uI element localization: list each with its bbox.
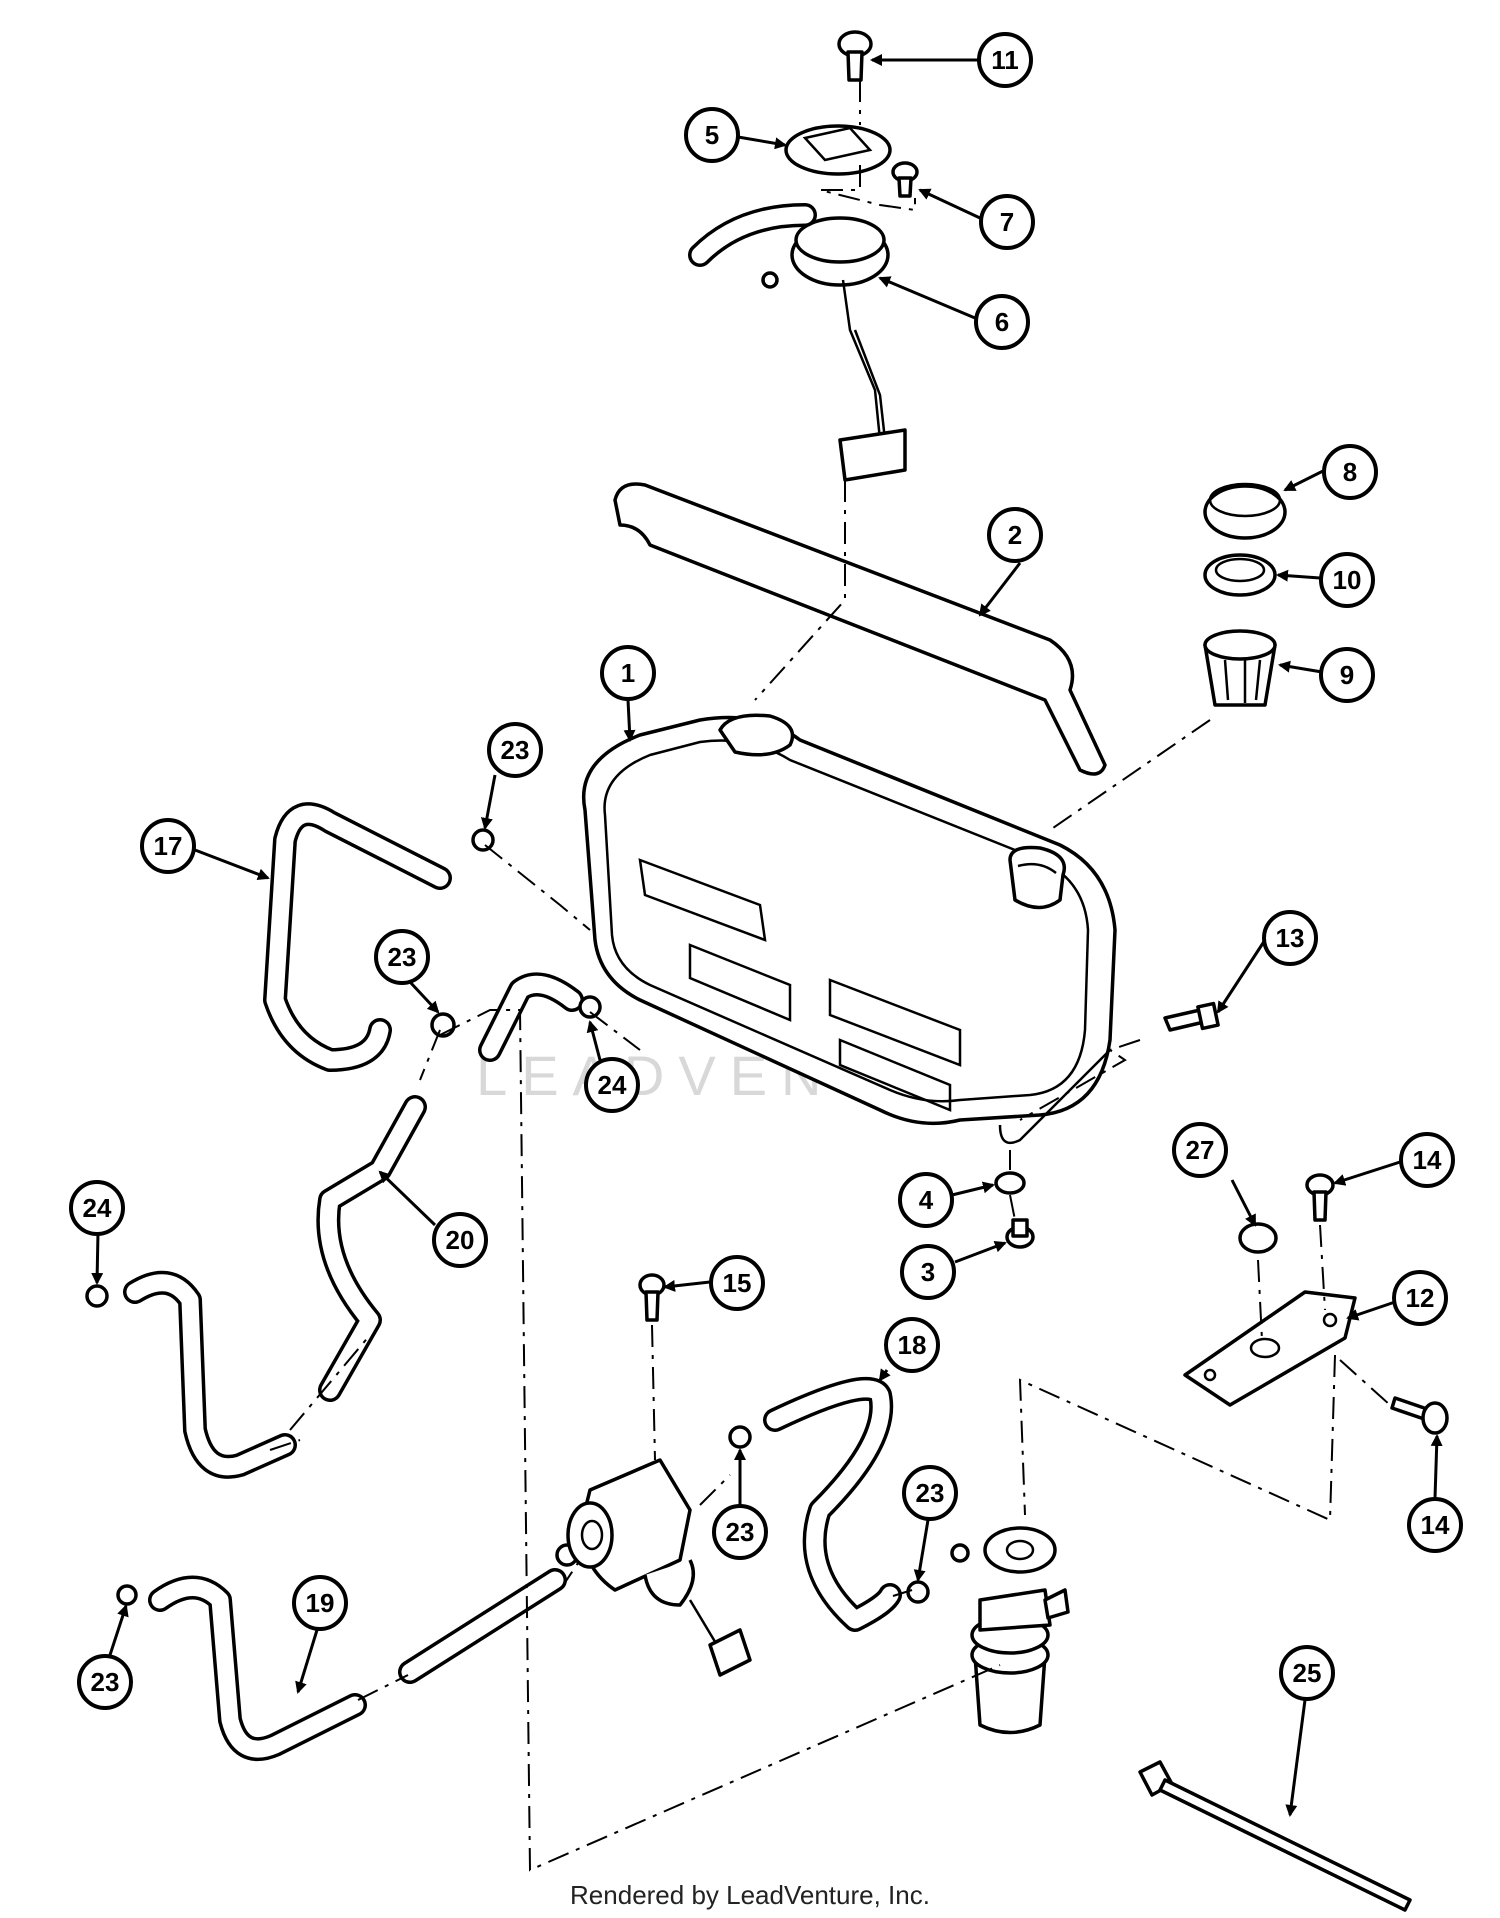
svg-text:23: 23 [91, 1667, 120, 1697]
bolt-14-upper [1305, 1173, 1335, 1222]
fuel-tank [582, 713, 1117, 1145]
svg-text:15: 15 [723, 1268, 752, 1298]
svg-text:6: 6 [995, 307, 1009, 337]
svg-text:17: 17 [154, 831, 183, 861]
hose-lower-left [123, 1270, 297, 1479]
callout-24-top[interactable]: 24 [584, 1057, 640, 1113]
fuel-pump [566, 1458, 752, 1677]
svg-text:20: 20 [446, 1225, 475, 1255]
bolt-3 [1005, 1218, 1035, 1249]
callout-14-lower[interactable]: 14 [1407, 1497, 1463, 1553]
svg-text:14: 14 [1421, 1510, 1450, 1540]
fuel-filter [950, 1526, 1070, 1735]
callout-17[interactable]: 17 [140, 818, 196, 874]
callout-7[interactable]: 7 [979, 194, 1035, 250]
hose-18 [763, 1376, 902, 1632]
nut-27 [1238, 1222, 1278, 1254]
svg-text:9: 9 [1340, 660, 1354, 690]
footer-credit: Rendered by LeadVenture, Inc. [570, 1880, 930, 1910]
callout-12[interactable]: 12 [1392, 1270, 1448, 1326]
callout-11[interactable]: 11 [977, 32, 1033, 88]
svg-text:11: 11 [991, 45, 1019, 75]
callout-19[interactable]: 19 [292, 1575, 348, 1631]
svg-text:23: 23 [501, 735, 530, 765]
svg-text:23: 23 [388, 942, 417, 972]
hose-short [478, 972, 584, 1062]
bolt-14-lower [1390, 1396, 1449, 1435]
svg-text:25: 25 [1293, 1658, 1322, 1688]
callout-20[interactable]: 20 [432, 1212, 488, 1268]
fuel-sender-unit [688, 203, 907, 482]
svg-text:24: 24 [598, 1070, 627, 1100]
tank-gasket-strip [613, 482, 1107, 776]
callout-25[interactable]: 25 [1279, 1645, 1335, 1701]
svg-text:5: 5 [705, 120, 719, 150]
callout-3[interactable]: 3 [900, 1244, 956, 1300]
hose-19 [148, 1568, 567, 1761]
svg-text:4: 4 [919, 1185, 934, 1215]
fuel-strainer [1203, 629, 1277, 707]
leader-lines [91, 54, 1443, 1817]
svg-text:27: 27 [1186, 1135, 1215, 1165]
screw-11 [837, 30, 873, 82]
svg-text:3: 3 [921, 1257, 935, 1287]
callout-23-top[interactable]: 23 [487, 722, 543, 778]
callout-4[interactable]: 4 [898, 1172, 954, 1228]
mounting-bracket [1183, 1290, 1357, 1407]
cable-tie [1138, 1760, 1412, 1912]
svg-text:23: 23 [916, 1478, 945, 1508]
hose-20 [316, 1095, 427, 1402]
callout-6[interactable]: 6 [974, 294, 1030, 350]
callout-18[interactable]: 18 [884, 1317, 940, 1373]
callout-14-upper[interactable]: 14 [1399, 1132, 1455, 1188]
sender-cover [784, 124, 892, 176]
filler-ring [1203, 553, 1277, 597]
callout-27[interactable]: 27 [1172, 1122, 1228, 1178]
svg-text:7: 7 [1000, 207, 1014, 237]
callout-23-filter[interactable]: 23 [902, 1465, 958, 1521]
callout-15[interactable]: 15 [709, 1255, 765, 1311]
assembly-lines [269, 80, 1391, 1872]
bolt-13 [1163, 1001, 1220, 1032]
screw-7 [891, 161, 919, 198]
callout-8[interactable]: 8 [1322, 444, 1378, 500]
svg-text:8: 8 [1343, 457, 1357, 487]
callout-2[interactable]: 2 [987, 507, 1043, 563]
callout-10[interactable]: 10 [1319, 552, 1375, 608]
clamps [85, 828, 930, 1606]
fuel-cap [1203, 482, 1287, 540]
callout-23-bottom[interactable]: 23 [77, 1654, 133, 1710]
washer-4 [994, 1171, 1026, 1195]
svg-text:2: 2 [1008, 520, 1022, 550]
svg-text:24: 24 [83, 1193, 112, 1223]
svg-text:23: 23 [726, 1517, 755, 1547]
callout-5[interactable]: 5 [684, 107, 740, 163]
callout-23-pump[interactable]: 23 [712, 1504, 768, 1560]
callout-9[interactable]: 9 [1319, 647, 1375, 703]
svg-text:19: 19 [306, 1588, 335, 1618]
svg-text:1: 1 [621, 658, 635, 688]
svg-text:10: 10 [1333, 565, 1362, 595]
svg-text:13: 13 [1276, 923, 1305, 953]
callout-13[interactable]: 13 [1262, 910, 1318, 966]
hose-17 [263, 802, 452, 1072]
bolt-15 [638, 1273, 666, 1322]
callout-23-left[interactable]: 23 [374, 929, 430, 985]
callout-1[interactable]: 1 [600, 645, 656, 701]
svg-text:14: 14 [1413, 1145, 1442, 1175]
callout-24-left[interactable]: 24 [69, 1180, 125, 1236]
svg-text:18: 18 [898, 1330, 927, 1360]
svg-text:12: 12 [1406, 1283, 1435, 1313]
